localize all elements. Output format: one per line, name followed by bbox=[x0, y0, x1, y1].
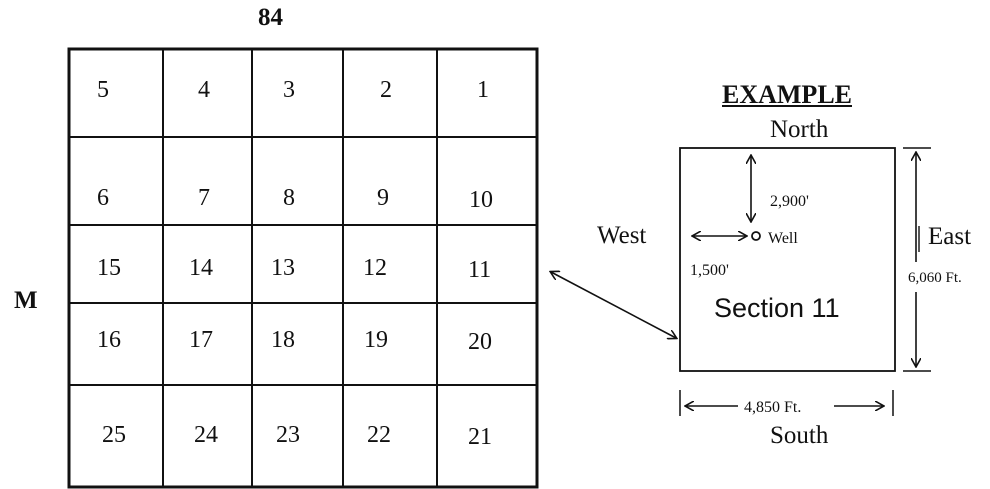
section-number: 13 bbox=[271, 255, 295, 281]
section-number: 22 bbox=[367, 422, 391, 448]
section-number: 7 bbox=[198, 185, 210, 211]
section-number: 20 bbox=[468, 329, 492, 355]
section-number: 3 bbox=[283, 77, 295, 103]
section-number: 17 bbox=[189, 327, 213, 353]
pointer-arrow bbox=[551, 272, 676, 338]
section-number: 16 bbox=[97, 327, 121, 353]
north-distance-label: 2,900' bbox=[770, 193, 809, 210]
township-label: 84 bbox=[258, 4, 283, 31]
section-label: Section 11 bbox=[714, 293, 840, 323]
height-dimension-label: 6,060 Ft. bbox=[908, 270, 962, 286]
well-marker bbox=[751, 231, 761, 241]
section-number: 21 bbox=[468, 424, 492, 450]
north-label: North bbox=[770, 116, 829, 143]
section-number: 23 bbox=[276, 422, 300, 448]
width-dimension-label: 4,850 Ft. bbox=[744, 399, 802, 416]
section-number: 10 bbox=[469, 187, 493, 213]
west-distance-label: 1,500' bbox=[690, 262, 729, 279]
section-number: 9 bbox=[377, 185, 389, 211]
well-label: Well bbox=[768, 230, 798, 247]
section-number: 1 bbox=[477, 77, 489, 103]
section-number: 12 bbox=[363, 255, 387, 281]
section-number: 2 bbox=[380, 77, 392, 103]
south-label: South bbox=[770, 422, 829, 449]
grid-border bbox=[67, 47, 539, 489]
section-number: 5 bbox=[97, 77, 109, 103]
section-number-grid: 5 4 3 2 1 6 7 8 9 10 15 14 13 12 11 16 1… bbox=[68, 48, 538, 488]
range-label: M bbox=[14, 287, 38, 314]
section-number: 6 bbox=[97, 185, 109, 211]
section-grid bbox=[67, 47, 539, 489]
example-title: EXAMPLE bbox=[722, 80, 852, 109]
section-number: 15 bbox=[97, 255, 121, 281]
section-number: 4 bbox=[198, 77, 210, 103]
section-number: 8 bbox=[283, 185, 295, 211]
east-label: East bbox=[928, 223, 972, 250]
west-label: West bbox=[597, 222, 647, 249]
section-number: 19 bbox=[364, 327, 388, 353]
example-section-box bbox=[679, 147, 896, 372]
section-number: 18 bbox=[271, 327, 295, 353]
section-number: 25 bbox=[102, 422, 126, 448]
section-number: 14 bbox=[189, 255, 213, 281]
section-number: 24 bbox=[194, 422, 218, 448]
section-number: 11 bbox=[468, 257, 492, 283]
